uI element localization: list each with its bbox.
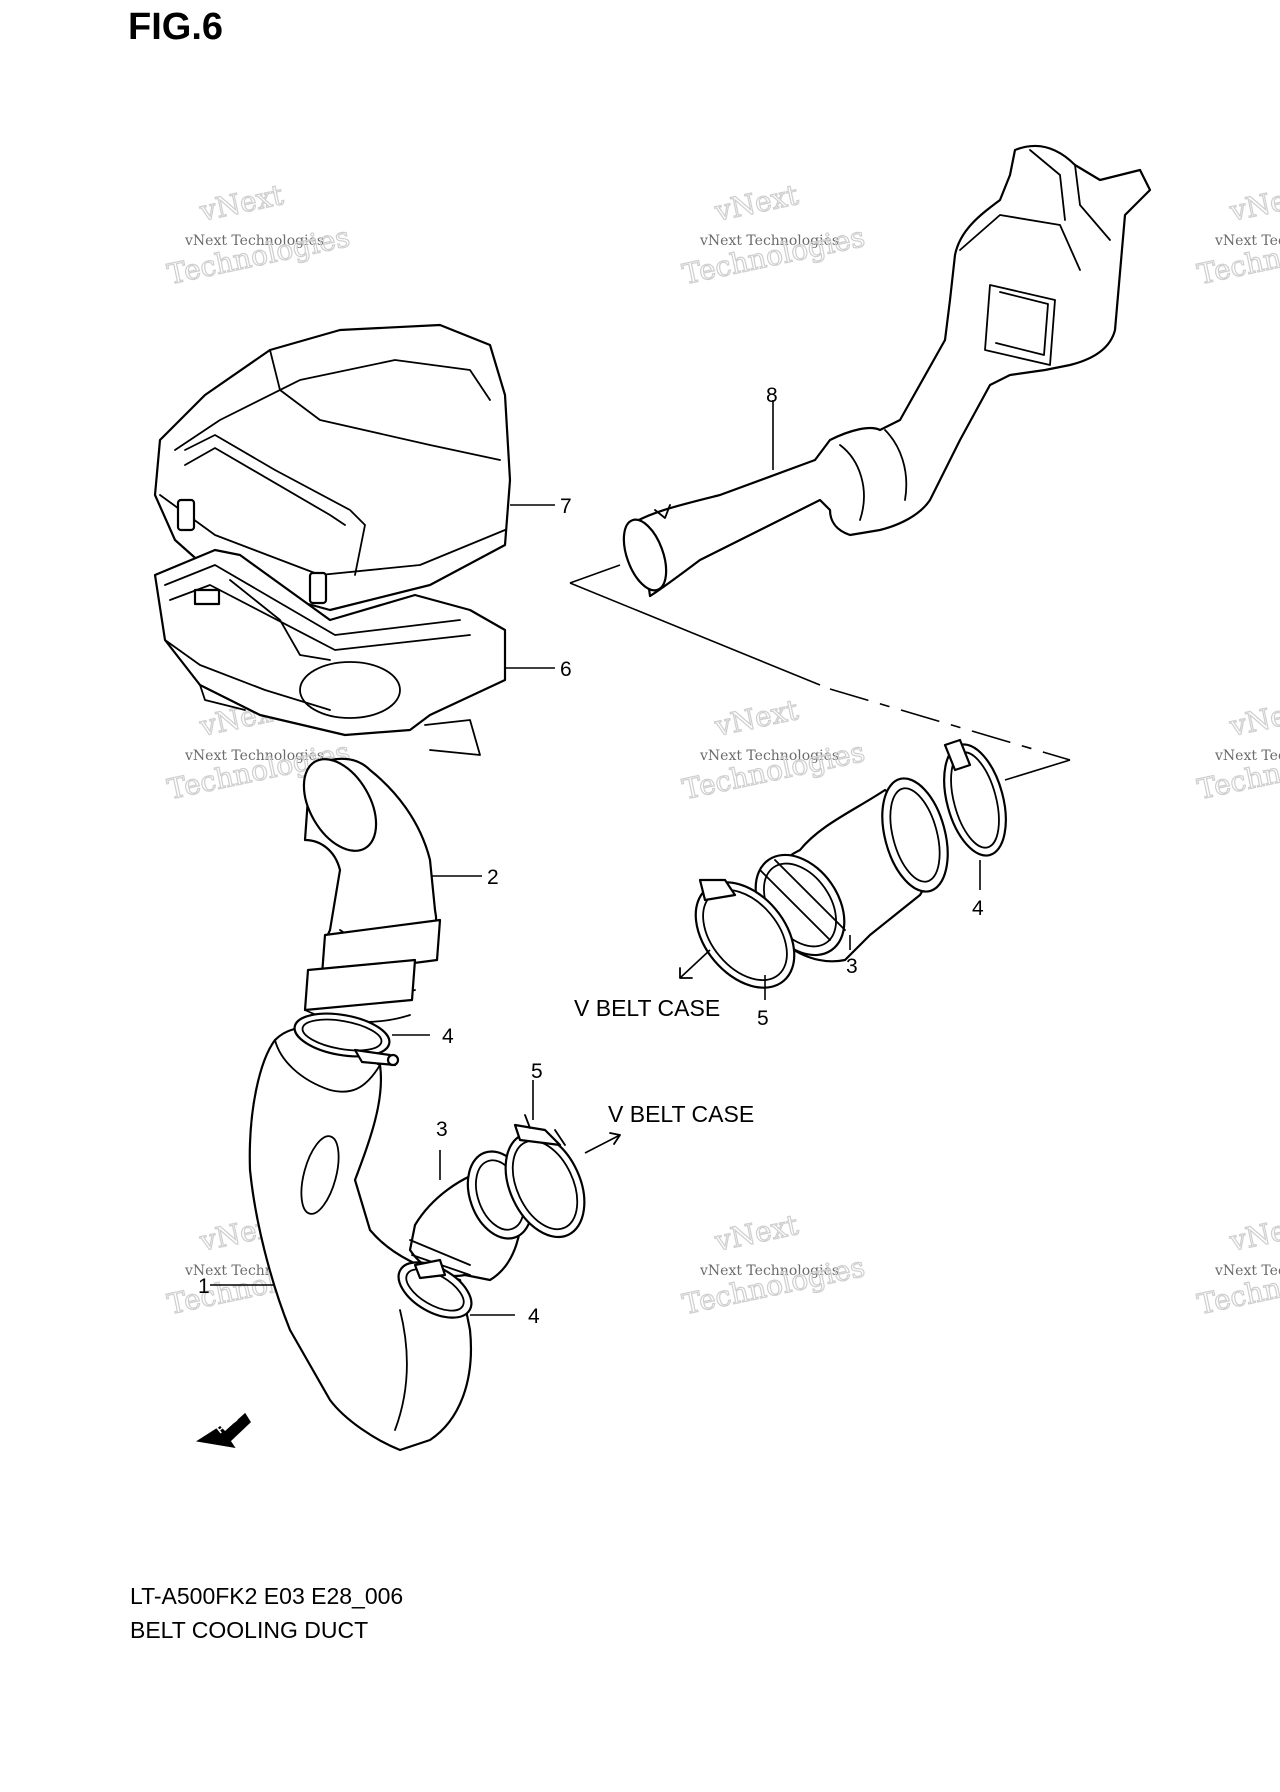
callout-1: 1 [198,1275,210,1298]
callout-5-lower: 5 [531,1060,543,1083]
fwd-arrow: FWD [195,1411,251,1449]
part-2-elbow [302,757,442,1023]
watermark-line1: vNext Technologies [699,1263,839,1279]
watermark-top: vNext [711,178,802,228]
footer-model-code: LT-A500FK2 E03 E28_006 [130,1583,404,1609]
watermark-line1: vNext Technologies [1214,748,1280,764]
part-4-clamp-lower-b [397,1258,473,1319]
leader-lines [210,400,981,1316]
watermark-line1: vNext Technologies [1214,233,1280,249]
callout-3-lower: 3 [436,1118,448,1141]
watermark: vNext vNext Technologies Technologies [679,692,868,806]
watermark-top: vNext [196,178,287,228]
v-belt-case-label-upper: V BELT CASE [574,995,720,1021]
watermark: vNext vNext Technologies Technologies [679,1207,868,1321]
watermark: vNext vNext Technologies Technologies [679,177,868,291]
watermark: vNext vNext Technologies Technologies [1194,177,1280,291]
v-belt-arrow-upper [679,949,711,979]
watermark-line2: Technologies [679,735,867,806]
watermark-line2: Technologies [679,1250,867,1321]
watermark-line1: vNext Technologies [184,748,324,764]
callout-2: 2 [487,866,499,889]
watermark: vNext vNext Technologies Technologies [1194,1207,1280,1321]
part-8-upper-duct [622,145,1152,598]
watermark-line2: Technologies [1194,735,1280,806]
part-6-airbox-case [153,548,507,756]
watermark-line1: vNext Technologies [184,233,324,249]
watermark-line1: vNext Technologies [699,748,839,764]
callout-3-upper: 3 [846,955,858,978]
v-belt-case-label-lower: V BELT CASE [608,1101,754,1127]
callout-5-upper: 5 [757,1007,769,1030]
watermark: vNext vNext Technologies Technologies [1194,692,1280,806]
part-7-airbox-lid [153,323,512,612]
part-5-clamp-lower [504,1114,586,1239]
callout-4-upper: 4 [972,897,984,920]
watermark-line2: Technologies [679,220,867,291]
watermark-line2: Technologies [1194,1250,1280,1321]
callout-7: 7 [560,495,572,518]
watermark-line2: Technologies [164,220,352,291]
watermark-line1: vNext Technologies [1214,1263,1280,1279]
part-3-hose-upper [754,777,949,963]
watermark-top: vNext [1226,1208,1280,1258]
callout-4-lower-b: 4 [528,1305,540,1328]
watermark-line1: vNext Technologies [699,233,839,249]
part-1-duct [248,1026,472,1452]
watermark-top: vNext [1226,693,1280,743]
part-4-clamp-upper [943,738,1007,857]
watermark-top: vNext [711,693,802,743]
watermark-top: vNext [1226,178,1280,228]
callout-4-lower-a: 4 [442,1025,454,1048]
callout-6: 6 [560,658,572,681]
callout-numbers: 7 6 8 2 4 3 5 4 1 4 3 5 [198,384,984,1328]
watermark: vNext vNext Technologies Technologies [164,177,353,291]
part-4-clamp-lower-a [293,1012,400,1067]
footer-diagram-name: BELT COOLING DUCT [130,1617,369,1643]
watermark-line2: Technologies [1194,220,1280,291]
figure-title: FIG.6 [128,6,224,48]
v-belt-arrow-lower [584,1132,621,1154]
part-5-clamp-upper [694,878,796,989]
callout-8: 8 [766,384,778,407]
watermark-top: vNext [711,1208,802,1258]
guide-lines [569,564,1071,781]
